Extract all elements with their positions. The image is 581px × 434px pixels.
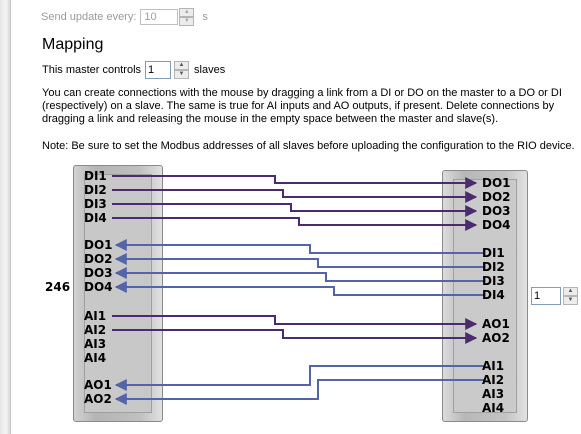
slave-port-do1[interactable]: DO1 — [482, 176, 511, 190]
link-do4-di4[interactable] — [114, 281, 484, 296]
slave-count-spinner[interactable]: ▲ ▼ — [174, 61, 190, 79]
master-port-ai2[interactable]: AI2 — [84, 323, 107, 337]
master-port-ao2[interactable]: AO2 — [84, 392, 112, 406]
slave-port-ai4[interactable]: AI4 — [482, 401, 505, 415]
slave-port-ai2[interactable]: AI2 — [482, 373, 505, 387]
spin-down-icon[interactable]: ▼ — [174, 70, 190, 79]
master-port-di4[interactable]: DI4 — [84, 211, 107, 225]
controls-label: This master controls — [42, 64, 142, 76]
link-ao1-ai1[interactable] — [114, 365, 484, 391]
slave-port-ao2[interactable]: AO2 — [482, 331, 510, 345]
link-di1-do1[interactable] — [112, 175, 478, 189]
link-do1-di1[interactable] — [114, 239, 484, 254]
master-port-ao1[interactable]: AO1 — [84, 378, 112, 392]
send-update-input[interactable]: 10 — [140, 9, 179, 25]
slave-port-di3[interactable]: DI3 — [482, 274, 505, 288]
master-port-ai3[interactable]: AI3 — [84, 337, 107, 351]
master-port-do3[interactable]: DO3 — [84, 266, 113, 280]
slave-address-row: 1 ▲ ▼ — [531, 287, 578, 305]
slave-address-spinner[interactable]: ▲ ▼ — [563, 287, 578, 305]
link-ao2-ai2[interactable] — [114, 379, 484, 405]
master-port-do1[interactable]: DO1 — [84, 238, 113, 252]
master-port-di3[interactable]: DI3 — [84, 197, 107, 211]
slaves-label: slaves — [194, 64, 226, 76]
slave-port-di2[interactable]: DI2 — [482, 260, 505, 274]
link-do3-di3[interactable] — [114, 267, 484, 282]
spin-up-icon[interactable]: ▲ — [563, 287, 578, 296]
master-port-ai4[interactable]: AI4 — [84, 351, 107, 365]
slave-port-do2[interactable]: DO2 — [482, 190, 511, 204]
send-update-row: Send update every: 10 ▲ ▼ s — [41, 8, 208, 26]
slave-port-do4[interactable]: DO4 — [482, 218, 511, 232]
mapping-heading: Mapping — [42, 36, 104, 53]
slave-port-ao1[interactable]: AO1 — [482, 317, 510, 331]
mapping-description: You can create connections with the mous… — [42, 87, 562, 125]
slave-address-input[interactable]: 1 — [531, 287, 561, 305]
link-do2-di2[interactable] — [114, 253, 484, 268]
spin-up-icon[interactable]: ▲ — [174, 61, 190, 70]
slave-port-do3[interactable]: DO3 — [482, 204, 511, 218]
slave-port-di1[interactable]: DI1 — [482, 246, 505, 260]
send-update-label: Send update every: — [41, 11, 137, 23]
send-update-spinner[interactable]: ▲ ▼ — [179, 8, 195, 26]
send-update-unit: s — [202, 11, 208, 23]
master-port-do2[interactable]: DO2 — [84, 252, 113, 266]
spin-up-icon[interactable]: ▲ — [179, 8, 195, 17]
link-di2-do2[interactable] — [112, 189, 478, 203]
master-port-di2[interactable]: DI2 — [84, 183, 107, 197]
slave-port-ai3[interactable]: AI3 — [482, 387, 505, 401]
spin-down-icon[interactable]: ▼ — [563, 296, 578, 305]
master-port-do4[interactable]: DO4 — [84, 280, 113, 294]
modbus-note: Note: Be sure to set the Modbus addresse… — [42, 140, 575, 152]
link-ai1-ao1[interactable] — [112, 315, 478, 330]
master-port-di1[interactable]: DI1 — [84, 169, 107, 183]
link-di4-do4[interactable] — [112, 217, 478, 231]
slave-count-input[interactable]: 1 — [145, 61, 172, 79]
link-ai2-ao2[interactable] — [112, 329, 478, 344]
master-port-ai1[interactable]: AI1 — [84, 309, 107, 323]
slave-port-ai1[interactable]: AI1 — [482, 359, 505, 373]
link-di3-do3[interactable] — [112, 203, 478, 217]
left-scroll-edge — [0, 0, 11, 434]
master-controls-row: This master controls 1 ▲ ▼ slaves — [42, 61, 225, 79]
master-address: 246 — [45, 280, 71, 294]
slave-port-di4[interactable]: DI4 — [482, 288, 505, 302]
spin-down-icon[interactable]: ▼ — [179, 17, 195, 26]
